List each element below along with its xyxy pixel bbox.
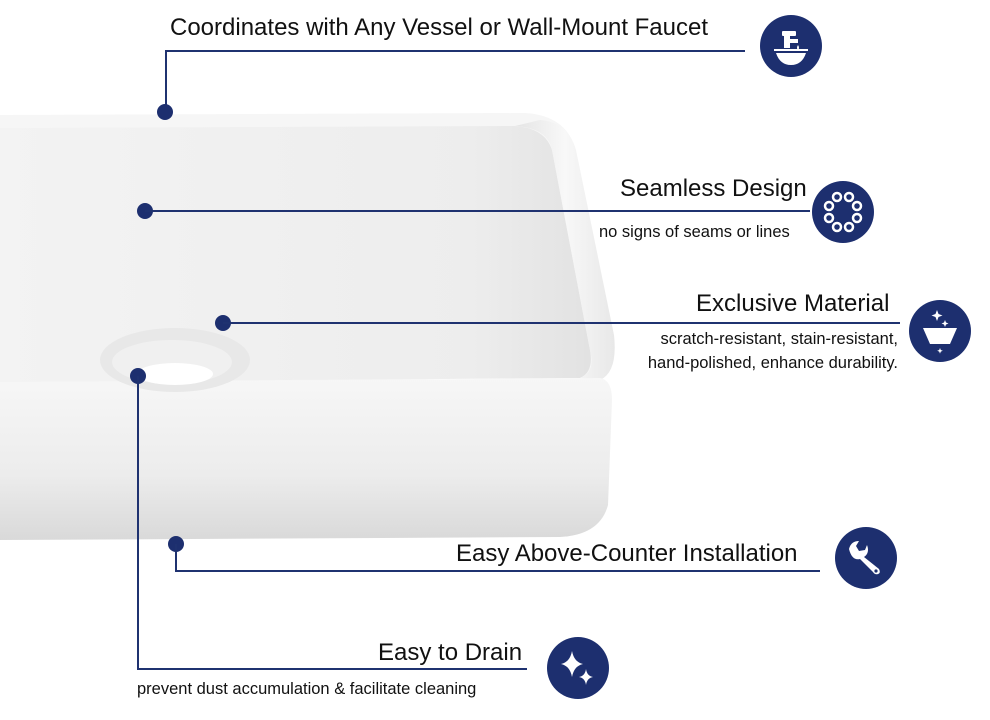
leader-line-seamless — [145, 210, 810, 212]
feature-title-installation: Easy Above-Counter Installation — [456, 540, 798, 567]
feature-title-drain: Easy to Drain — [378, 639, 523, 666]
feature-title-material: Exclusive Material — [696, 290, 890, 317]
leader-line-faucet-vertical — [165, 50, 167, 112]
leader-line-installation-horizontal — [175, 570, 820, 572]
feature-title-faucet: Coordinates with Any Vessel or Wall-Moun… — [170, 14, 709, 41]
callout-dot-faucet — [157, 104, 173, 120]
feature-subtitle-material-2: hand-polished, enhance durability. — [647, 354, 898, 372]
sparkling-bowl-icon — [909, 300, 971, 362]
feature-subtitle-material-1: scratch-resistant, stain-resistant, — [660, 330, 899, 348]
leader-line-material — [223, 322, 900, 324]
leader-line-installation-vertical — [175, 544, 177, 571]
feature-subtitle-seamless: no signs of seams or lines — [599, 223, 790, 241]
faucet-basin-icon — [760, 15, 822, 77]
leader-line-faucet-horizontal — [165, 50, 745, 52]
feature-title-seamless: Seamless Design — [620, 175, 807, 202]
molecule-ring-icon — [812, 181, 874, 243]
wrench-icon — [835, 527, 897, 589]
feature-subtitle-drain: prevent dust accumulation & facilitate c… — [137, 680, 477, 698]
leader-line-drain-horizontal — [137, 668, 527, 670]
sparkle-icon — [547, 637, 609, 699]
leader-line-drain-vertical — [137, 376, 139, 669]
